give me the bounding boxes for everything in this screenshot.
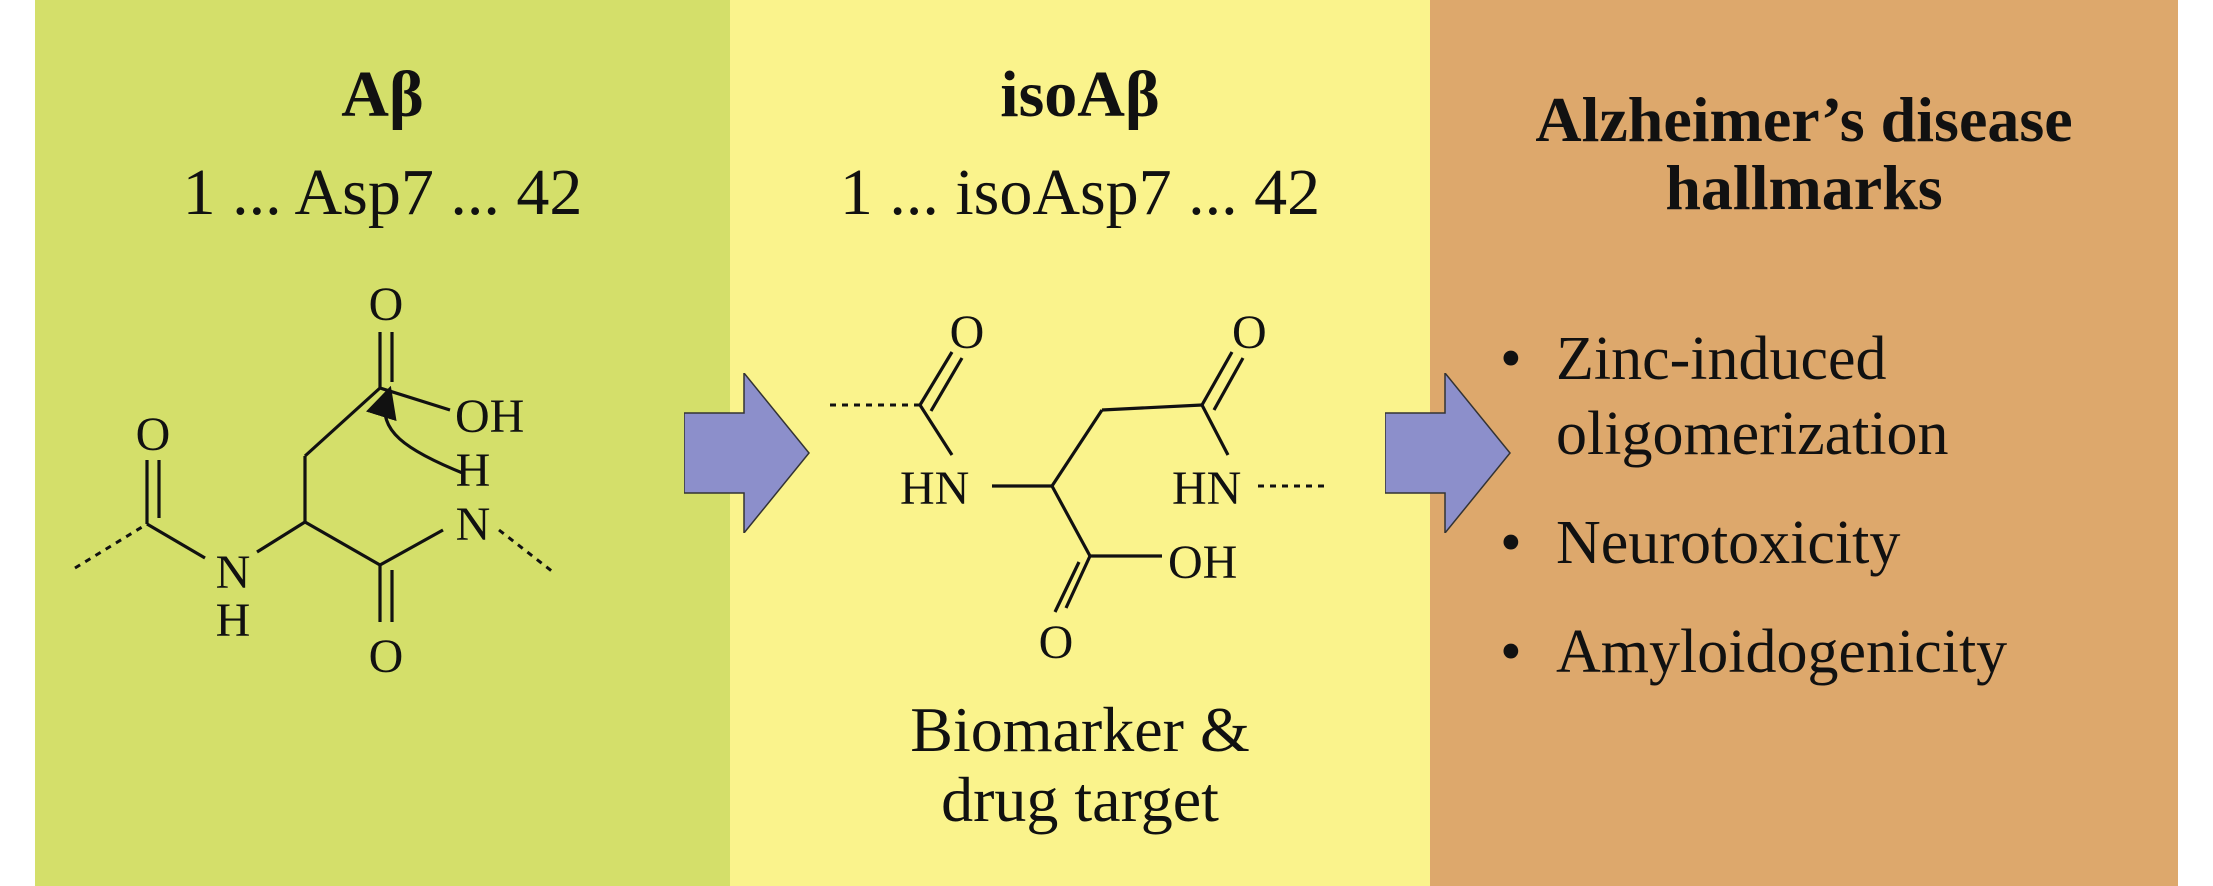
list-item-text: Neurotoxicity [1556,509,1901,577]
bond [303,386,382,458]
title-line: Alzheimer’s disease [1535,84,2073,155]
chain-dash-right [498,528,554,574]
bond [379,528,444,567]
list-item-text: oligomerization [1556,400,1949,468]
atom-o-left: O [136,408,171,461]
bond [1200,351,1234,406]
atom-oh: OH [1168,536,1237,589]
title-line: hallmarks [1665,152,1943,223]
arrow-abeta-to-isoabeta-icon [684,373,810,533]
bond [929,357,964,412]
caption-line: drug target [941,764,1219,835]
panel-hallmarks-title: Alzheimer’s disease hallmarks [1430,86,2178,222]
hallmarks-list: • Zinc-induced oligomerization • Neuroto… [1500,322,2007,690]
atom-n-right: N [456,498,491,551]
attack-arrow [366,385,466,476]
list-item: • Amyloidogenicity [1500,615,2007,690]
atom-o-top: O [369,278,404,331]
list-item-text: Zinc-induced [1556,325,1887,393]
bond [1053,561,1081,613]
asp-structure: O N H O OH O H N [74,278,554,683]
atom-h-lower: H [216,594,251,647]
list-item: • Neurotoxicity [1500,506,2007,581]
bond [379,386,451,412]
bond [1212,357,1245,411]
bond [918,404,954,456]
atom-hn-left: HN [900,462,969,515]
panel-isoabeta: isoAβ 1 ... isoAsp7 ... 42 O HN O HN OH … [730,0,1430,886]
panel-isoabeta-title: isoAβ [1000,58,1160,131]
atom-o-top-right: O [1232,306,1267,359]
bond [1050,485,1092,557]
list-item-text: Amyloidogenicity [1556,618,2008,686]
atom-h-upper: H [456,444,491,497]
bond [146,522,206,560]
isoasp-structure: O HN O HN OH O [830,306,1330,669]
arrow-isoabeta-to-hallmarks-icon [1385,373,1511,533]
panel-isoabeta-subtitle: 1 ... isoAsp7 ... 42 [839,156,1321,229]
bond [1064,555,1092,609]
bond [1101,403,1203,412]
bond [1050,409,1104,487]
atom-o-top-left: O [950,306,985,359]
atom-oh: OH [455,390,524,443]
atom-o-bottom: O [369,630,404,683]
panel-hallmarks: Alzheimer’s disease hallmarks • Zinc-ind… [1430,0,2178,886]
list-item: • Zinc-induced oligomerization [1500,322,2007,472]
caption-line: Biomarker & [910,694,1250,765]
panel-abeta: Aβ 1 ... Asp7 ... 42 O N H O OH [35,0,730,886]
bullet-dot: • [1500,618,1522,686]
bullet-dot: • [1500,325,1522,393]
chain-dash-left [74,522,148,570]
atom-n-lower: N [216,546,251,599]
isoabeta-caption: Biomarker & drug target [730,695,1430,835]
atom-hn-right: HN [1172,462,1241,515]
bond [304,520,381,567]
panel-abeta-title: Aβ [341,58,424,131]
panel-abeta-subtitle: 1 ... Asp7 ... 42 [182,156,583,229]
bond [256,520,306,554]
bond [1200,404,1230,456]
atom-o-bottom: O [1039,616,1074,669]
bullet-dot: • [1500,509,1522,577]
bond [918,351,954,406]
